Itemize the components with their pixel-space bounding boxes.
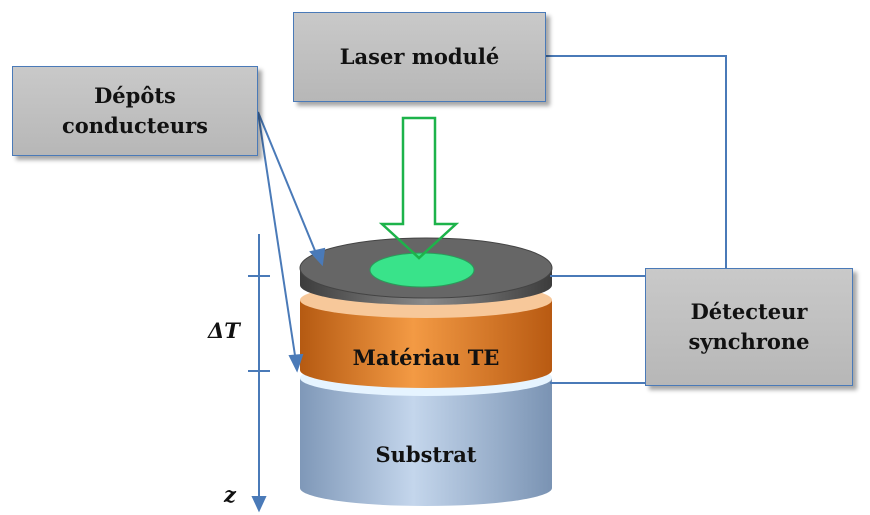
delta-t-label: ΔT bbox=[208, 318, 240, 343]
detector-label-line1: Détecteur bbox=[690, 299, 808, 324]
detector-label-line2: synchrone bbox=[688, 329, 810, 354]
deposits-box: Dépôts conducteurs bbox=[12, 66, 258, 156]
deposits-label-line1: Dépôts bbox=[94, 83, 176, 108]
laser-spot bbox=[369, 252, 475, 288]
detector-box: Détecteur synchrone bbox=[645, 268, 853, 386]
substrate-label: Substrat bbox=[375, 442, 477, 467]
deposit-pointer-bottom bbox=[257, 111, 297, 363]
deposits-label-line2: conducteurs bbox=[61, 113, 208, 138]
deposit-pointer-bottom-head bbox=[288, 353, 304, 373]
material-te-label: Matériau TE bbox=[352, 345, 500, 370]
z-label: z bbox=[224, 482, 236, 507]
laser-arrow bbox=[378, 116, 460, 260]
deposit-pointer-top bbox=[257, 111, 319, 259]
laser-label: Laser modulé bbox=[339, 44, 500, 69]
deposit-pointer-top-head bbox=[309, 247, 326, 267]
laser-to-detector-line bbox=[546, 55, 727, 268]
z-axis-arrowhead bbox=[251, 496, 267, 513]
laser-box: Laser modulé bbox=[293, 12, 546, 102]
